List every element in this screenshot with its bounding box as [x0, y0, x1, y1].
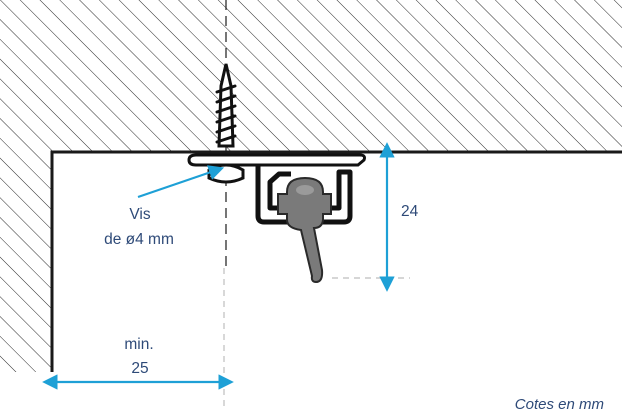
screw-label-line1: Vis [129, 206, 151, 223]
screw-pointer-arrow [137, 165, 225, 199]
min-distance-label-line1: min. [124, 336, 153, 353]
height-dimension-label: 24 [401, 203, 419, 220]
curtain-rail-profile [187, 153, 366, 225]
units-note: Cotes en mm [515, 396, 604, 413]
ceiling-wall-outline [50, 150, 622, 372]
curtain-glider [277, 176, 332, 284]
min-distance-label-line2: 25 [131, 360, 148, 377]
screw-label-line2: de ø4 mm [104, 231, 174, 248]
